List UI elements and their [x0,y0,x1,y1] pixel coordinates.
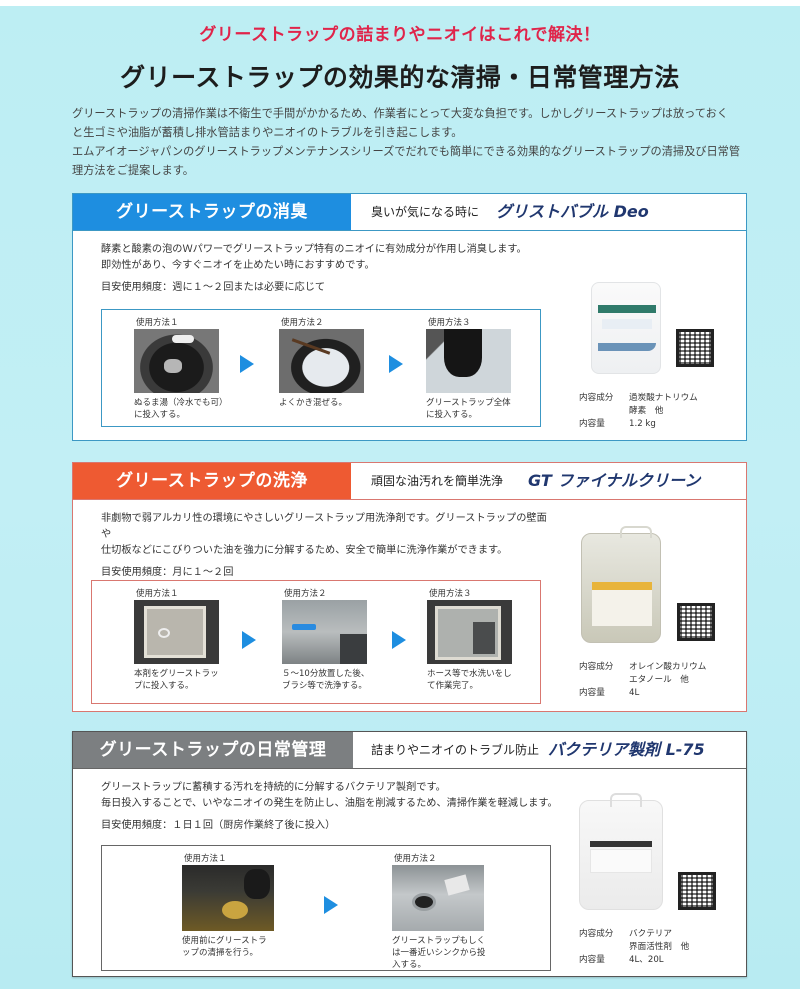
step-label: 使用方法２ [284,589,327,599]
section-description: 非劇物で弱アルカリ性の環境にやさしいグリーストラップ用洗浄剤です。グリーストラッ… [101,511,551,581]
usage-step-2: 使用方法２ ５～10分放置した後、ブラシ等で洗浄する。 [282,587,382,692]
usage-step-1: 使用方法１ 使用前にグリーストラップの清掃を行う。 [182,852,282,959]
qr-code-icon [676,329,714,367]
section-deodorize: グリーストラップの消臭 臭いが気になる時に グリストバブル Deo 酵素と酸素の… [72,193,747,441]
section-subtitle: 臭いが気になる時に [371,205,480,219]
product-image-bacteria [579,793,663,910]
step-label: 使用方法３ [429,589,472,599]
spec-value: バクテリア [629,929,672,939]
top-band [0,0,800,6]
step-photo [282,600,367,664]
step-photo [392,865,484,931]
description-line: 酵素と酸素の泡のＷパワーでグリーストラップ特有のニオイに有効成分が作用し消臭しま… [101,244,527,255]
step-caption: 使用前にグリーストラップの清掃を行う。 [182,936,267,958]
step-label: 使用方法２ [281,318,324,328]
section-subtitle: 詰まりやニオイのトラブル防止 [371,743,540,757]
arrow-right-icon [324,896,338,914]
description-line: 仕切板などにこびりついた油を強力に分解するため、安全で簡単に洗浄作業ができます。 [101,545,508,556]
spec-value: オレイン酸カリウム [629,662,707,672]
section-daily-management: グリーストラップの日常管理 詰まりやニオイのトラブル防止 バクテリア製剤 L-7… [72,731,747,977]
step-label: 使用方法１ [136,318,179,328]
spec-value: 4L [629,688,640,698]
usage-step-2: 使用方法２ グリーストラップもしくは一番近いシンクから投入する。 [392,852,492,971]
spec-value: 酵素 他 [629,406,664,416]
spec-value: 4L、20L [629,955,664,965]
product-name: バクテリア製剤 L-75 [548,740,705,759]
step-label: 使用方法２ [394,854,437,864]
product-image-deodorizer [591,282,661,374]
step-caption: 本剤をグリーストラップに投入する。 [134,669,219,691]
usage-steps: 使用方法１ 使用前にグリーストラップの清掃を行う。 使用方法２ グリーストラップ… [101,845,551,971]
spec-value: 1.2 kg [629,419,656,429]
spec-value: エタノール 他 [629,675,689,685]
product-spec: 内容成分 オレイン酸カリウム エタノール 他 内容量 4L [579,661,706,700]
step-photo [427,600,512,664]
spec-label: 内容成分 [579,393,614,403]
tagline: グリーストラップの詰まりやニオイはこれで解決！ [199,25,601,45]
description-line: 毎日投入することで、いやなニオイの発生を防止し、油脂を削減するため、清掃作業を軽… [101,798,558,809]
step-caption: グリーストラップ全体に投入する。 [426,398,511,420]
section-header: グリーストラップの日常管理 詰まりやニオイのトラブル防止 バクテリア製剤 L-7… [73,732,746,769]
description-line: 非劇物で弱アルカリ性の環境にやさしいグリーストラップ用洗浄剤です。グリーストラッ… [101,513,547,540]
usage-step-2: 使用方法２ よくかき混ぜる。 [279,316,379,409]
usage-frequency: 目安使用頻度：１日１回（厨房作業終了後に投入） [101,820,336,831]
step-label: 使用方法３ [428,318,471,328]
step-label: 使用方法１ [184,854,227,864]
product-image-cleaner [581,526,661,643]
section-cleaning: グリーストラップの洗浄 頑固な油汚れを簡単洗浄 GT ファイナルクリーン 非劇物… [72,462,747,712]
step-caption: ぬるま湯（冷水でも可）に投入する。 [134,398,224,420]
intro-line: エムアイオージャパンのグリーストラップメンテナンスシリーズでだれでも簡単にできる… [72,145,741,158]
usage-step-1: 使用方法１ ぬるま湯（冷水でも可）に投入する。 [134,316,234,421]
description-line: 即効性があり、今すぐニオイを止めたい時におすすめです。 [101,260,375,271]
step-caption: ５～10分放置した後、ブラシ等で洗浄する。 [282,669,370,691]
usage-steps: 使用方法１ ぬるま湯（冷水でも可）に投入する。 使用方法２ よくかき混ぜる。 使… [101,309,541,427]
spec-label: 内容量 [579,419,605,429]
product-spec: 内容成分 バクテリア 界面活性剤 他 内容量 4L、20L [579,928,689,967]
usage-frequency: 目安使用頻度：週に１～２回または必要に応じて [101,282,326,293]
intro-line: 理方法をご提案します。 [72,164,194,177]
section-title: グリーストラップの日常管理 [73,732,353,768]
product-spec: 内容成分 過炭酸ナトリウム 酵素 他 内容量 1.2 kg [579,392,698,431]
step-photo [134,329,219,393]
qr-code-icon [677,603,715,641]
spec-value: 過炭酸ナトリウム [629,393,698,403]
arrow-right-icon [389,355,403,373]
page-title: グリーストラップの効果的な清掃・日常管理方法 [120,63,680,92]
section-description: 酵素と酸素の泡のＷパワーでグリーストラップ特有のニオイに有効成分が作用し消臭しま… [101,242,541,296]
step-caption: ホース等で水洗いをして作業完了。 [427,669,512,691]
spec-label: 内容成分 [579,662,614,672]
spec-label: 内容量 [579,955,605,965]
step-caption: よくかき混ぜる。 [279,398,348,408]
product-name: GT ファイナルクリーン [528,471,701,490]
intro-line: と生ゴミや油脂が蓄積し排水管詰まりやニオイのトラブルを引き起こします。 [72,126,463,139]
section-header: グリーストラップの洗浄 頑固な油汚れを簡単洗浄 GT ファイナルクリーン [73,463,746,500]
step-label: 使用方法１ [136,589,179,599]
step-caption: グリーストラップもしくは一番近いシンクから投入する。 [392,936,486,970]
section-header: グリーストラップの消臭 臭いが気になる時に グリストバブル Deo [73,194,746,231]
section-subtitle: 頑固な油汚れを簡単洗浄 [371,474,504,488]
step-photo [182,865,274,931]
step-photo [134,600,219,664]
arrow-right-icon [240,355,254,373]
spec-label: 内容量 [579,688,605,698]
description-line: グリーストラップに蓄積する汚れを持続的に分解するバクテリア製剤です。 [101,782,446,793]
arrow-right-icon [392,631,406,649]
usage-step-3: 使用方法３ ホース等で水洗いをして作業完了。 [427,587,527,692]
spec-label: 内容成分 [579,929,614,939]
usage-step-3: 使用方法３ グリーストラップ全体に投入する。 [426,316,526,421]
usage-step-1: 使用方法１ 本剤をグリーストラップに投入する。 [134,587,234,692]
usage-steps: 使用方法１ 本剤をグリーストラップに投入する。 使用方法２ ５～10分放置した後… [91,580,541,704]
section-title: グリーストラップの洗浄 [73,463,351,499]
section-title: グリーストラップの消臭 [73,194,351,230]
step-photo [279,329,364,393]
arrow-right-icon [242,631,256,649]
step-photo [426,329,511,393]
section-description: グリーストラップに蓄積する汚れを持続的に分解するバクテリア製剤です。 毎日投入す… [101,780,561,834]
qr-code-icon [678,872,716,910]
spec-value: 界面活性剤 他 [629,942,690,952]
product-name: グリストバブル Deo [496,202,649,221]
intro-text: グリーストラップの清掃作業は不衛生で手間がかかるため、作業者にとって大変な負担で… [72,104,752,180]
usage-frequency: 目安使用頻度：月に１～２回 [101,567,234,578]
intro-line: グリーストラップの清掃作業は不衛生で手間がかかるため、作業者にとって大変な負担で… [72,107,729,120]
